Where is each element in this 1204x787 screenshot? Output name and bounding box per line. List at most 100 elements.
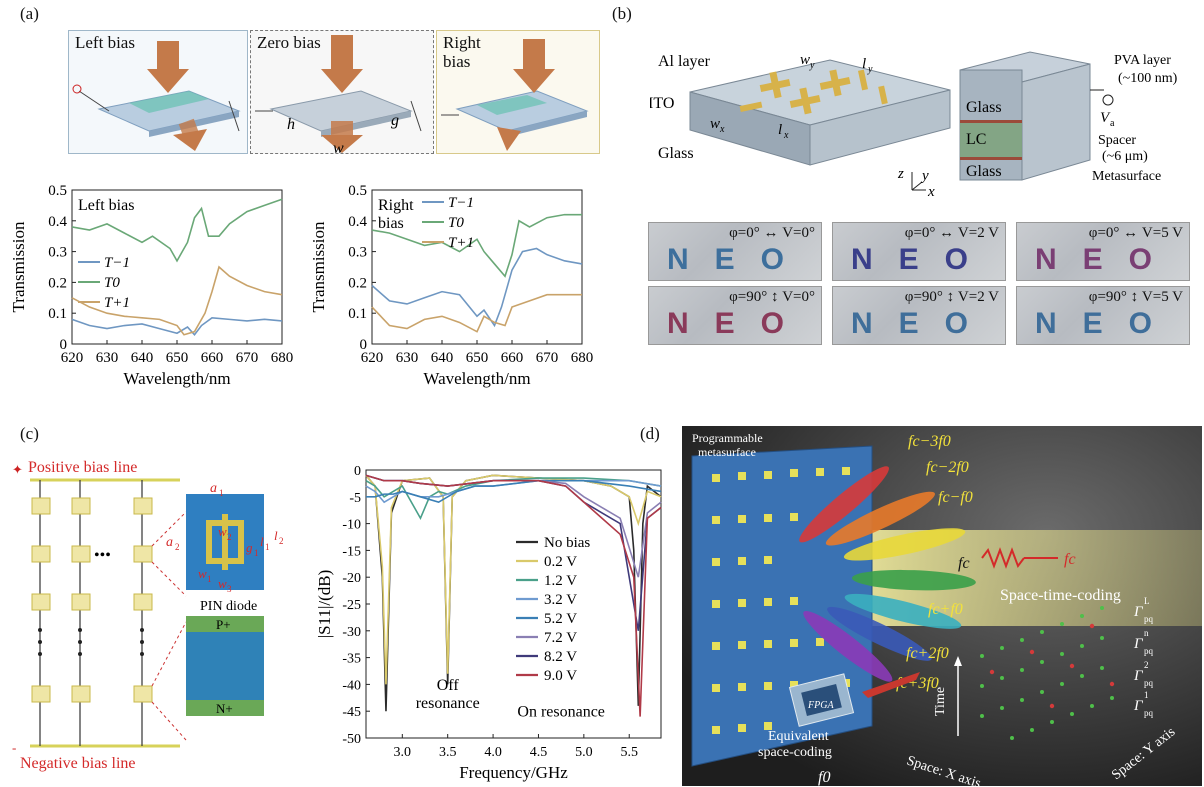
series-line	[366, 479, 662, 504]
y-tick-label: 0	[60, 337, 68, 353]
mark-w: w	[333, 140, 344, 153]
legend-entry: T0	[448, 215, 464, 231]
label-glass-bottom: Glass	[966, 163, 1002, 180]
y-tick-label: 0	[360, 337, 368, 353]
legend-entry: T0	[104, 275, 120, 291]
label-fc-minus-2f0: fc−2f0	[926, 459, 969, 476]
label-lx: l	[778, 122, 782, 138]
schematic-left-bias: Left bias	[68, 30, 248, 154]
y-tick-label: -45	[342, 705, 361, 720]
series-line	[365, 477, 662, 521]
schematic-right-bias: Right bias	[436, 30, 600, 154]
svg-text:n: n	[1144, 628, 1149, 638]
label-space-coding: space-coding	[758, 745, 832, 760]
schematic-zero-bias: Zero bias h w g	[250, 30, 434, 154]
x-tick-label: 680	[271, 350, 294, 366]
label-programmable: Programmable	[692, 431, 763, 445]
label-l1: l	[260, 534, 264, 549]
photo-caption: φ=90° ↕ V=0°	[729, 289, 815, 305]
x-tick-label: 620	[361, 350, 384, 366]
label-fc-minus-f0: fc−f0	[938, 489, 973, 506]
panel-label-c: (c)	[20, 424, 39, 443]
label-g1: g	[246, 540, 253, 555]
x-tick-label: 680	[571, 350, 594, 366]
label-f0: f0	[818, 769, 830, 786]
label-n-plus: N+	[216, 701, 233, 716]
x-tick-label: 660	[201, 350, 224, 366]
x-axis-label: Wavelength/nm	[423, 369, 530, 388]
photo-caption: φ=90° ↕ V=2 V	[904, 289, 999, 305]
schematic-left-drawing	[72, 41, 241, 151]
label-fc-plus-f0: fc+f0	[928, 601, 963, 618]
x-tick-label: 640	[131, 350, 154, 366]
schematic-title-right: Right bias	[443, 33, 481, 71]
label-w3: w	[218, 576, 227, 591]
label-gamma-1: Γ	[1133, 698, 1144, 714]
photo-caption: φ=0° ↔ V=0°	[729, 225, 815, 241]
svg-text:1: 1	[219, 488, 224, 498]
series-line	[371, 293, 582, 333]
label-va: V	[1100, 110, 1111, 126]
photo-letters: NEO	[667, 307, 811, 340]
mark-g: g	[391, 112, 399, 129]
svg-text:-: -	[12, 740, 16, 755]
y-tick-label: 0.4	[348, 214, 367, 230]
x-tick-label: 670	[236, 350, 259, 366]
label-al-layer: Al layer	[658, 53, 711, 70]
svg-text:y: y	[867, 64, 873, 75]
label-metasurface: Metasurface	[1092, 169, 1161, 184]
series-line	[365, 474, 662, 578]
label-positive-bias: Positive bias line	[28, 459, 137, 476]
label-fc-incident: fc	[1064, 551, 1076, 568]
y-tick-label: 0.5	[48, 183, 67, 199]
x-tick-label: 4.5	[530, 745, 548, 760]
panel-d-diagram: Programmable metasurface fc−3f0 fc−2f0 f…	[682, 426, 1202, 786]
svg-text:pq: pq	[1144, 646, 1154, 656]
y-tick-label: -35	[342, 652, 361, 667]
axis-z: z	[897, 166, 904, 182]
series-line	[71, 198, 283, 263]
label-fpga: FPGA	[807, 700, 834, 711]
label-w1: w	[198, 566, 207, 581]
y-tick-label: 0	[354, 464, 361, 479]
series-line	[71, 265, 283, 336]
legend-entry: T−1	[104, 255, 130, 271]
chart-title: Left bias	[78, 197, 134, 214]
schematic-title-zero: Zero bias	[257, 33, 321, 52]
y-axis-label: Transmission	[9, 221, 28, 313]
photo-letters: NEO	[851, 243, 995, 276]
x-tick-label: 650	[166, 350, 189, 366]
legend-entry: T−1	[448, 195, 474, 211]
legend-entry: 9.0 V	[544, 668, 577, 684]
svg-text:pq: pq	[1144, 708, 1154, 718]
svg-text:pq: pq	[1144, 614, 1154, 624]
x-tick-label: 3.0	[394, 745, 412, 760]
schematic-title-left: Left bias	[75, 33, 135, 52]
legend-entry: 0.2 V	[544, 554, 577, 570]
svg-text:a: a	[1110, 118, 1115, 129]
legend-entry: 1.2 V	[544, 573, 577, 589]
y-axis-label: |S11|/(dB)	[318, 570, 334, 639]
svg-text:pq: pq	[1144, 678, 1154, 688]
legend-entry: 8.2 V	[544, 649, 577, 665]
label-wx: w	[710, 116, 720, 132]
photo-1: φ=0° ↔ V=0° NEO	[648, 222, 822, 281]
svg-text:2: 2	[1144, 660, 1149, 670]
series-line	[71, 316, 283, 337]
annotation-on-resonance: On resonance	[517, 704, 605, 721]
photo-letters: NEO	[667, 243, 811, 276]
label-gamma-n: Γ	[1133, 636, 1144, 652]
label-space-time-coding: Space-time-coding	[1000, 587, 1121, 604]
label-spacer: Spacer	[1098, 133, 1136, 148]
label-p-plus: P+	[216, 617, 231, 632]
y-tick-label: 0.3	[48, 245, 67, 261]
y-tick-label: -40	[342, 678, 361, 693]
x-tick-label: 670	[536, 350, 559, 366]
y-tick-label: 0.3	[348, 245, 367, 261]
y-tick-label: -30	[342, 625, 361, 640]
